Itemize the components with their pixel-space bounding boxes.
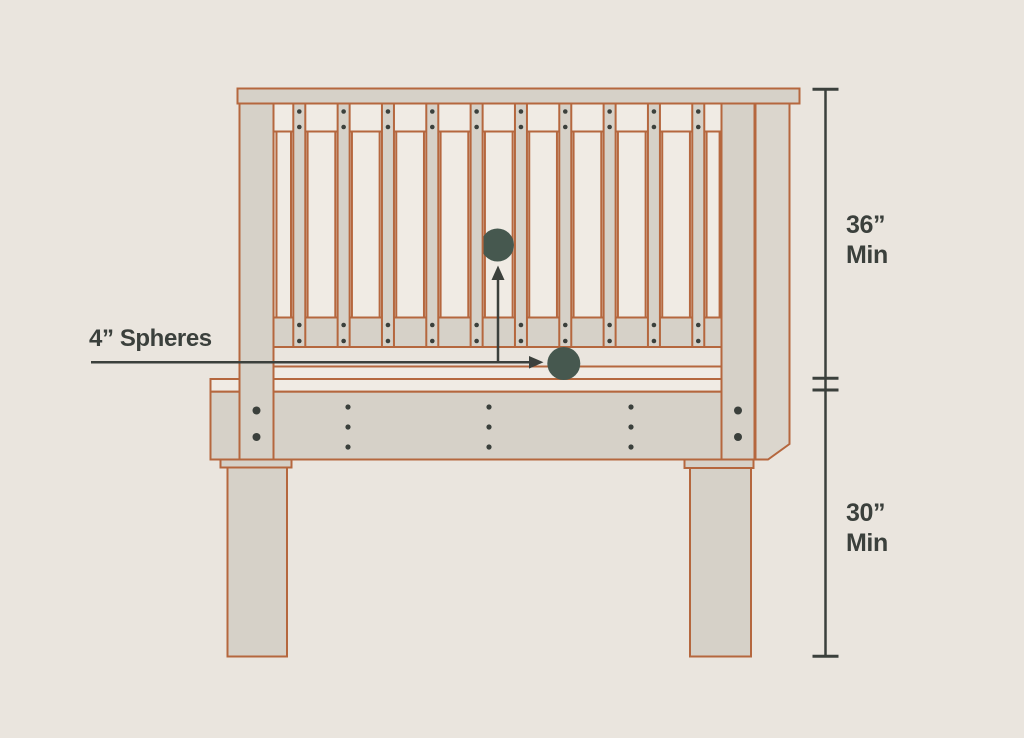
dimension-36-qualifier: Min	[846, 241, 888, 269]
baluster-screw	[341, 338, 346, 344]
back-baluster	[661, 130, 691, 319]
right-post	[720, 102, 756, 461]
rim-screw	[628, 404, 634, 410]
back-baluster	[616, 130, 647, 319]
sphere-arrowhead-up	[491, 265, 505, 280]
dimension-30-value: 30”	[846, 499, 886, 527]
back-baluster	[350, 130, 381, 319]
baluster-screw	[429, 109, 435, 114]
baluster-screw	[385, 322, 391, 328]
left-leg	[226, 466, 288, 658]
post-bolt	[734, 433, 742, 441]
post-bolt	[252, 406, 261, 415]
baluster-screw	[695, 338, 701, 344]
rim-screw	[628, 444, 634, 450]
baluster-screw	[562, 109, 568, 114]
baluster-screw	[385, 124, 391, 130]
baluster-screw	[562, 124, 568, 130]
post-bolt	[734, 406, 742, 415]
back-baluster	[572, 130, 603, 319]
rim-screw	[486, 404, 492, 410]
baluster-screw	[385, 338, 391, 344]
railing-top-cap	[236, 87, 801, 105]
baluster-screw	[297, 322, 302, 328]
baluster-screw	[474, 338, 479, 344]
baluster-screw	[695, 109, 701, 114]
back-baluster	[306, 130, 337, 319]
baluster-screw	[607, 322, 612, 328]
back-baluster	[275, 130, 292, 319]
right-leg-cap	[683, 458, 755, 469]
baluster-screw	[297, 338, 302, 344]
rim-screw	[486, 424, 492, 430]
baluster-screw	[429, 124, 435, 130]
front-baluster	[646, 102, 661, 348]
front-baluster	[469, 102, 484, 348]
baluster-screw	[651, 338, 657, 344]
deck-fascia-board	[209, 378, 767, 393]
baluster-screw	[562, 338, 568, 344]
baluster-screw	[695, 322, 701, 328]
front-baluster	[558, 102, 573, 348]
baluster-screw	[695, 124, 701, 130]
baluster-screw	[474, 322, 479, 328]
baluster-screw	[651, 124, 657, 130]
baluster-screw	[518, 338, 524, 344]
front-baluster	[602, 102, 617, 348]
baluster-screw	[341, 322, 346, 328]
front-baluster	[336, 102, 351, 348]
back-baluster	[705, 130, 721, 319]
baluster-screw	[651, 109, 657, 114]
right-leg	[689, 467, 752, 658]
baluster-screw	[385, 109, 391, 114]
baluster-screw	[607, 109, 612, 114]
front-baluster	[691, 102, 706, 348]
baluster-screw	[651, 322, 657, 328]
back-baluster	[528, 130, 558, 319]
baluster-screw	[297, 124, 302, 130]
baluster-screw	[518, 322, 524, 328]
rim-screw	[345, 404, 351, 410]
lower-test-sphere	[547, 347, 581, 380]
spheres-annotation-label: 4” Spheres	[89, 325, 212, 352]
front-baluster	[380, 102, 395, 348]
front-baluster	[425, 102, 440, 348]
deck-surface-board	[272, 365, 723, 380]
dimension-36-label: 36” Min	[846, 210, 888, 270]
back-baluster	[395, 130, 425, 319]
upper-test-sphere	[481, 228, 514, 262]
baluster-screw	[474, 124, 479, 130]
front-baluster	[513, 102, 528, 348]
baluster-screw	[607, 338, 612, 344]
rim-screw	[345, 424, 351, 430]
left-post	[238, 102, 275, 461]
rim-screw	[628, 424, 634, 430]
dimension-30-label: 30” Min	[846, 498, 888, 558]
baluster-screw	[518, 124, 524, 130]
front-baluster	[292, 102, 307, 348]
baluster-screw	[607, 124, 612, 130]
dimension-36-value: 36”	[846, 211, 886, 239]
left-leg-cap	[219, 458, 293, 469]
baluster-screw	[518, 109, 524, 114]
post-bolt	[252, 433, 261, 441]
baluster-screw	[474, 109, 479, 114]
baluster-screw	[562, 322, 568, 328]
rim-screw	[486, 444, 492, 450]
baluster-screw	[341, 124, 346, 130]
baluster-screw	[341, 109, 346, 114]
baluster-screw	[297, 109, 302, 114]
back-baluster	[439, 130, 470, 319]
spheres-arrowhead-right	[529, 356, 544, 369]
baluster-screw	[429, 338, 435, 344]
dimension-30-qualifier: Min	[846, 529, 888, 557]
baluster-screw	[429, 322, 435, 328]
right-post-side-face	[754, 102, 791, 461]
rim-screw	[345, 444, 351, 450]
